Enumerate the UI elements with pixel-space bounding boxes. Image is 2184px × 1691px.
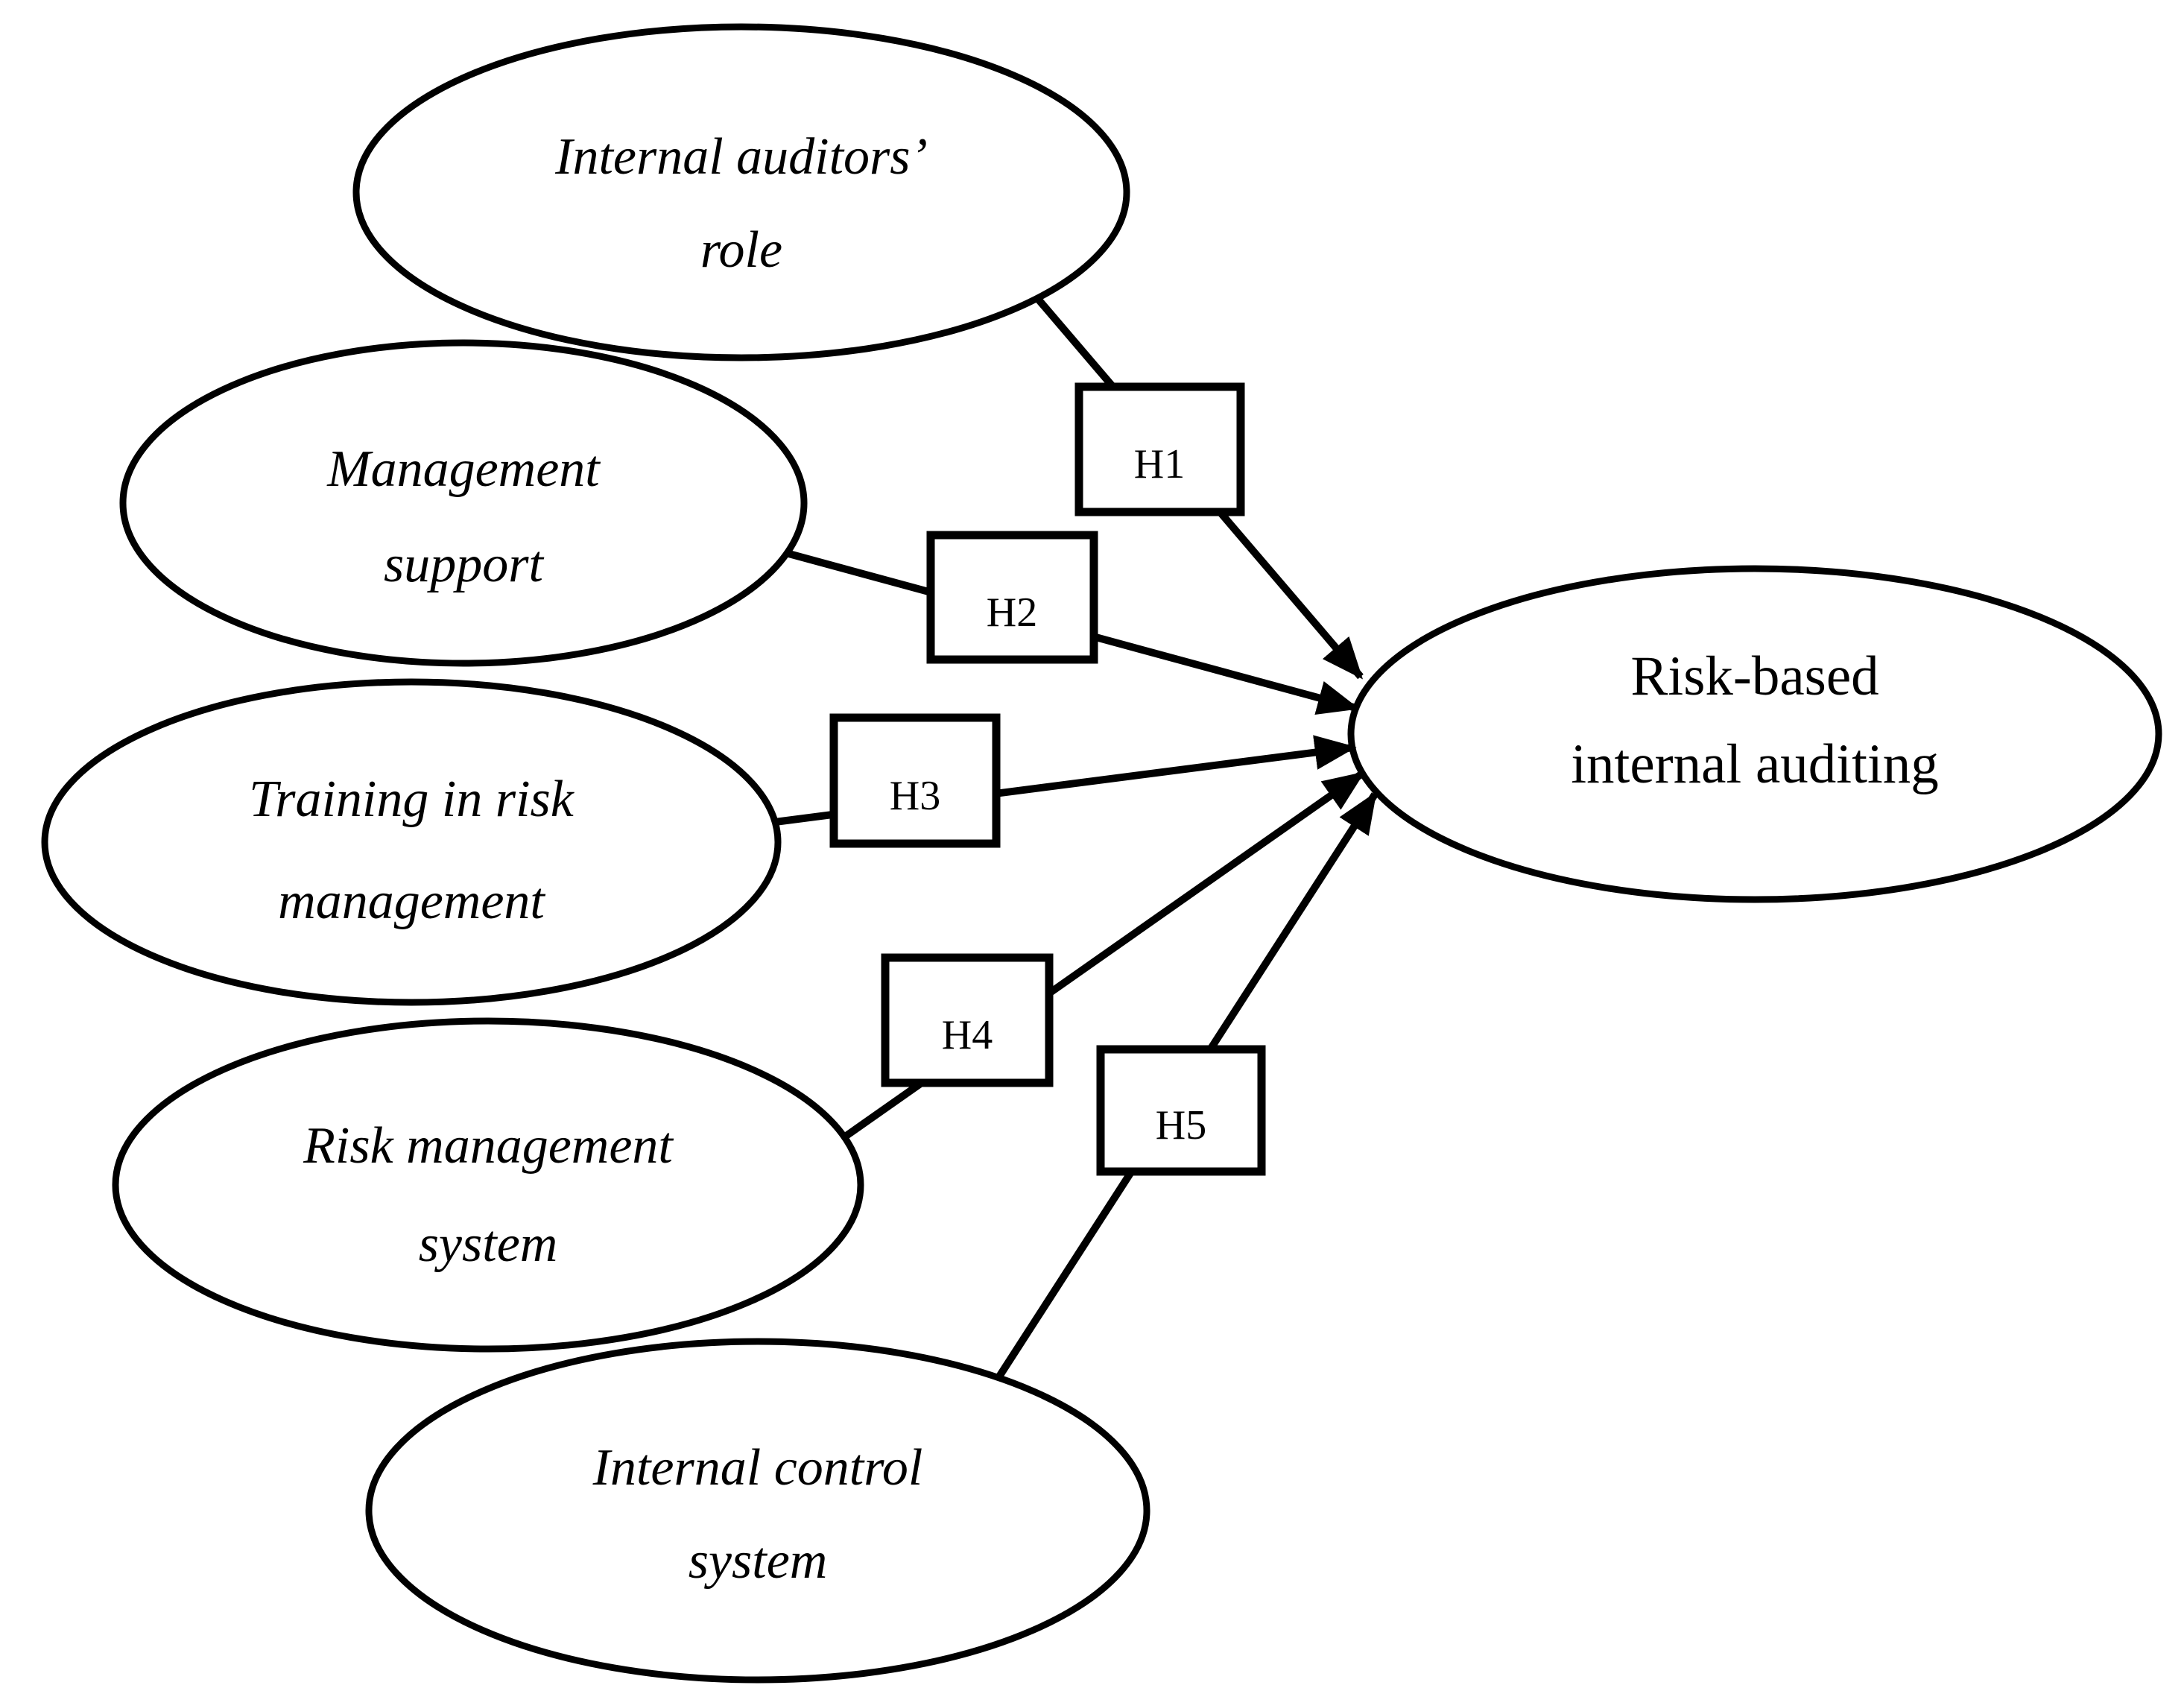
hypothesis-box-h4	[881, 953, 1054, 1087]
node-label-management-support: Management support	[326, 440, 601, 593]
node-ellipse-management-support	[119, 339, 808, 667]
node-label-line2: support	[384, 536, 544, 593]
hypothesis-box-h3	[829, 713, 1001, 848]
hypothesis-label-h1: H1	[1134, 441, 1185, 487]
hypothesis-box-h1	[1074, 382, 1245, 516]
node-label-line2: system	[689, 1532, 828, 1590]
hypothesis-label-h4: H4	[942, 1012, 993, 1058]
node-label-risk-based-internal-auditing: Risk-based internal auditing	[1571, 645, 1939, 795]
node-label-training-in-risk-management: Training in risk management	[249, 771, 575, 930]
hypothesis-label-h5: H5	[1156, 1102, 1206, 1148]
node-ellipse-internal-auditors-role	[352, 23, 1130, 361]
node-label-line1: Management	[326, 440, 601, 498]
hypothesis-label-h3: H3	[890, 773, 940, 819]
node-label-line2: management	[278, 873, 545, 930]
node-label-internal-auditors-role: Internal auditors’ role	[554, 128, 928, 279]
node-label-line1: Training in risk	[249, 771, 575, 828]
node-label-line1: Risk management	[303, 1117, 674, 1175]
hypothesis-label-h2: H2	[987, 590, 1037, 636]
node-ellipse-internal-control-system	[365, 1338, 1150, 1684]
node-ellipse-training-in-risk-management	[41, 678, 782, 1006]
node-label-line1: Internal control	[592, 1439, 923, 1496]
node-label-line2: system	[419, 1216, 558, 1273]
hypothesis-box-h2	[926, 531, 1098, 664]
hypothesis-box-h5	[1096, 1045, 1266, 1176]
node-label-line1: Risk-based	[1630, 645, 1878, 707]
node-ellipse-risk-based-internal-auditing	[1347, 565, 2162, 903]
node-label-risk-management-system: Risk management system	[303, 1117, 674, 1273]
node-label-internal-control-system: Internal control system	[592, 1439, 923, 1590]
node-label-line2: role	[700, 221, 782, 279]
node-label-line2: internal auditing	[1571, 733, 1939, 795]
node-label-line1: Internal auditors’	[554, 128, 928, 186]
node-ellipse-risk-management-system	[112, 1017, 864, 1353]
